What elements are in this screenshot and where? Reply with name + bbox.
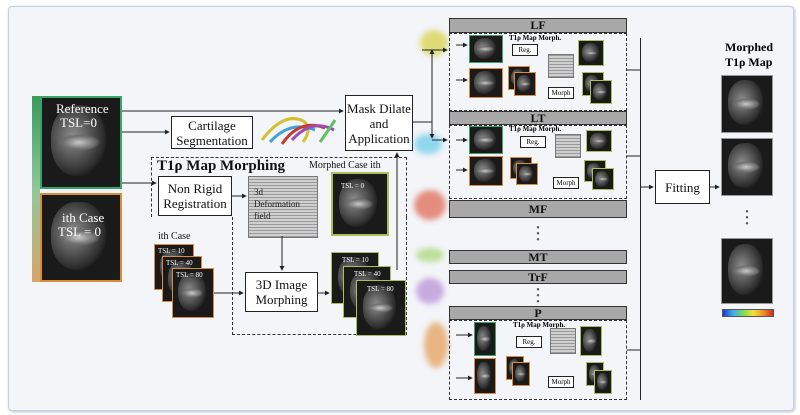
morphing-region-lower — [232, 217, 407, 335]
morphing-region — [151, 157, 407, 217]
p-panel — [449, 320, 627, 400]
mt-blob — [416, 248, 444, 262]
lt-reg-label: Reg. — [526, 138, 540, 146]
lf-morph-box: Morph — [548, 87, 574, 99]
morphed-stack-3-tsl: TSL = 80 — [367, 285, 394, 293]
output-image-1 — [721, 75, 773, 133]
lt-ref-image — [469, 126, 503, 154]
p-cube — [550, 328, 576, 354]
p-ref-image — [474, 322, 496, 356]
lt-ith-image — [469, 156, 503, 186]
lt-panel — [449, 125, 627, 199]
ith-case-stack-3: TSL = 80 — [172, 268, 214, 318]
reference-label: Reference — [56, 101, 109, 116]
diagram-frame — [8, 6, 794, 411]
deformation-field-label: 3d Deformation field — [254, 187, 300, 221]
collector-line — [640, 38, 641, 400]
output-ellipsis: ••• — [745, 207, 749, 230]
lf-header-label: LF — [530, 18, 546, 32]
mf-ellipsis: ••• — [536, 223, 540, 246]
lf-reg-box: Reg. — [512, 44, 538, 56]
ith-case-image: ith Case TSL = 0 — [40, 193, 122, 282]
trf-blob — [416, 278, 444, 304]
lt-morphed-image — [586, 130, 612, 152]
mf-header: MF — [449, 200, 627, 218]
deformation-field-cube — [248, 176, 318, 238]
trf-ellipsis: ••• — [536, 285, 540, 308]
p-header-label: P — [534, 305, 542, 320]
lt-header: LT — [449, 111, 627, 125]
lt-stack-b — [516, 163, 538, 185]
mf-header-label: MF — [528, 201, 548, 216]
lt-reg-box: Reg. — [520, 136, 546, 148]
p-stack-d — [594, 370, 612, 394]
p-morph-label: Morph — [551, 378, 571, 386]
image-morphing-label: 3D Image Morphing — [255, 277, 308, 307]
output-image-3 — [721, 238, 773, 304]
morphed-stack-1-tsl: TSL = 10 — [342, 256, 369, 264]
non-rigid-registration-box: Non Rigid Registration — [158, 176, 232, 216]
lf-morph-label: Morph — [551, 89, 571, 97]
lf-reg-label: Reg. — [518, 46, 532, 54]
morphed-stack-2-tsl: TSL = 40 — [354, 270, 381, 278]
p-stack-b — [512, 362, 530, 386]
morphed-stack-3: TSL = 80 — [356, 280, 406, 336]
trf-header: TrF — [449, 270, 627, 284]
p-blob — [424, 322, 448, 368]
lf-blob — [420, 30, 448, 56]
reference-tsl: TSL=0 — [60, 115, 97, 130]
morphed-case-label: Morphed Case ith — [309, 160, 381, 171]
output-title-line1: Morphed — [725, 40, 773, 54]
morphing-title: T1ρ Map Morphing — [157, 158, 286, 174]
lf-cube — [548, 54, 574, 78]
lt-morph-box: Morph — [553, 177, 579, 189]
reference-image: Reference TSL=0 — [40, 96, 122, 189]
left-color-strip — [32, 96, 40, 282]
lt-cube — [555, 134, 581, 158]
ith-case-stack-label: ith Case — [158, 231, 191, 242]
p-ith-image — [474, 358, 496, 394]
lt-morph-label: Morph — [556, 179, 576, 187]
cartilage-segmentation-label: Cartilage Segmentation — [176, 117, 248, 148]
p-header: P — [449, 306, 627, 320]
fitting-box: Fitting — [655, 170, 710, 204]
lf-stack-b — [514, 72, 536, 96]
p-morphed-image — [580, 326, 602, 356]
lt-sub-title: T1ρ Map Morph. — [509, 125, 562, 133]
output-image-2 — [721, 138, 773, 196]
morphed-case-tsl: TSL = 0 — [341, 182, 365, 190]
lt-stack-d — [592, 168, 614, 190]
ith-case-label: ith Case — [62, 210, 105, 225]
p-reg-box: Reg. — [516, 336, 542, 348]
lf-morphed-image — [578, 40, 604, 66]
lf-sub-title: T1ρ Map Morph. — [509, 34, 562, 42]
p-morph-box: Morph — [548, 376, 574, 388]
lf-stack-d — [590, 80, 612, 104]
mask-dilate-box: Mask Dilate and Application — [345, 95, 413, 151]
non-rigid-registration-label: Non Rigid Registration — [163, 181, 227, 211]
lt-blob — [414, 134, 442, 154]
lf-panel — [449, 33, 627, 111]
p-reg-label: Reg. — [522, 338, 536, 346]
lf-ith-image — [469, 68, 503, 98]
mf-blob — [414, 190, 446, 220]
ith-case-tsl: TSL = 0 — [58, 224, 101, 239]
ith-case-stack-2-tsl: TSL = 40 — [166, 259, 193, 267]
cartilage-segmentation-box: Cartilage Segmentation — [171, 116, 253, 149]
output-title-line2: T1ρ Map — [725, 55, 773, 69]
image-morphing-box: 3D Image Morphing — [245, 272, 318, 312]
ith-case-stack-1-tsl: TSL = 10 — [158, 247, 185, 255]
lf-ref-image — [469, 35, 503, 63]
output-colorbar — [722, 309, 774, 317]
lt-header-label: LT — [530, 110, 546, 125]
lf-header: LF — [449, 18, 627, 33]
mt-header: MT — [449, 250, 627, 264]
mt-header-label: MT — [528, 249, 548, 264]
trf-header-label: TrF — [528, 269, 548, 284]
ith-case-stack-3-tsl: TSL = 80 — [176, 271, 203, 279]
fitting-label: Fitting — [665, 179, 700, 195]
morphed-case-image: TSL = 0 — [331, 172, 389, 236]
mask-dilate-label: Mask Dilate and Application — [347, 100, 411, 146]
p-sub-title: T1ρ Map Morph. — [513, 321, 566, 329]
